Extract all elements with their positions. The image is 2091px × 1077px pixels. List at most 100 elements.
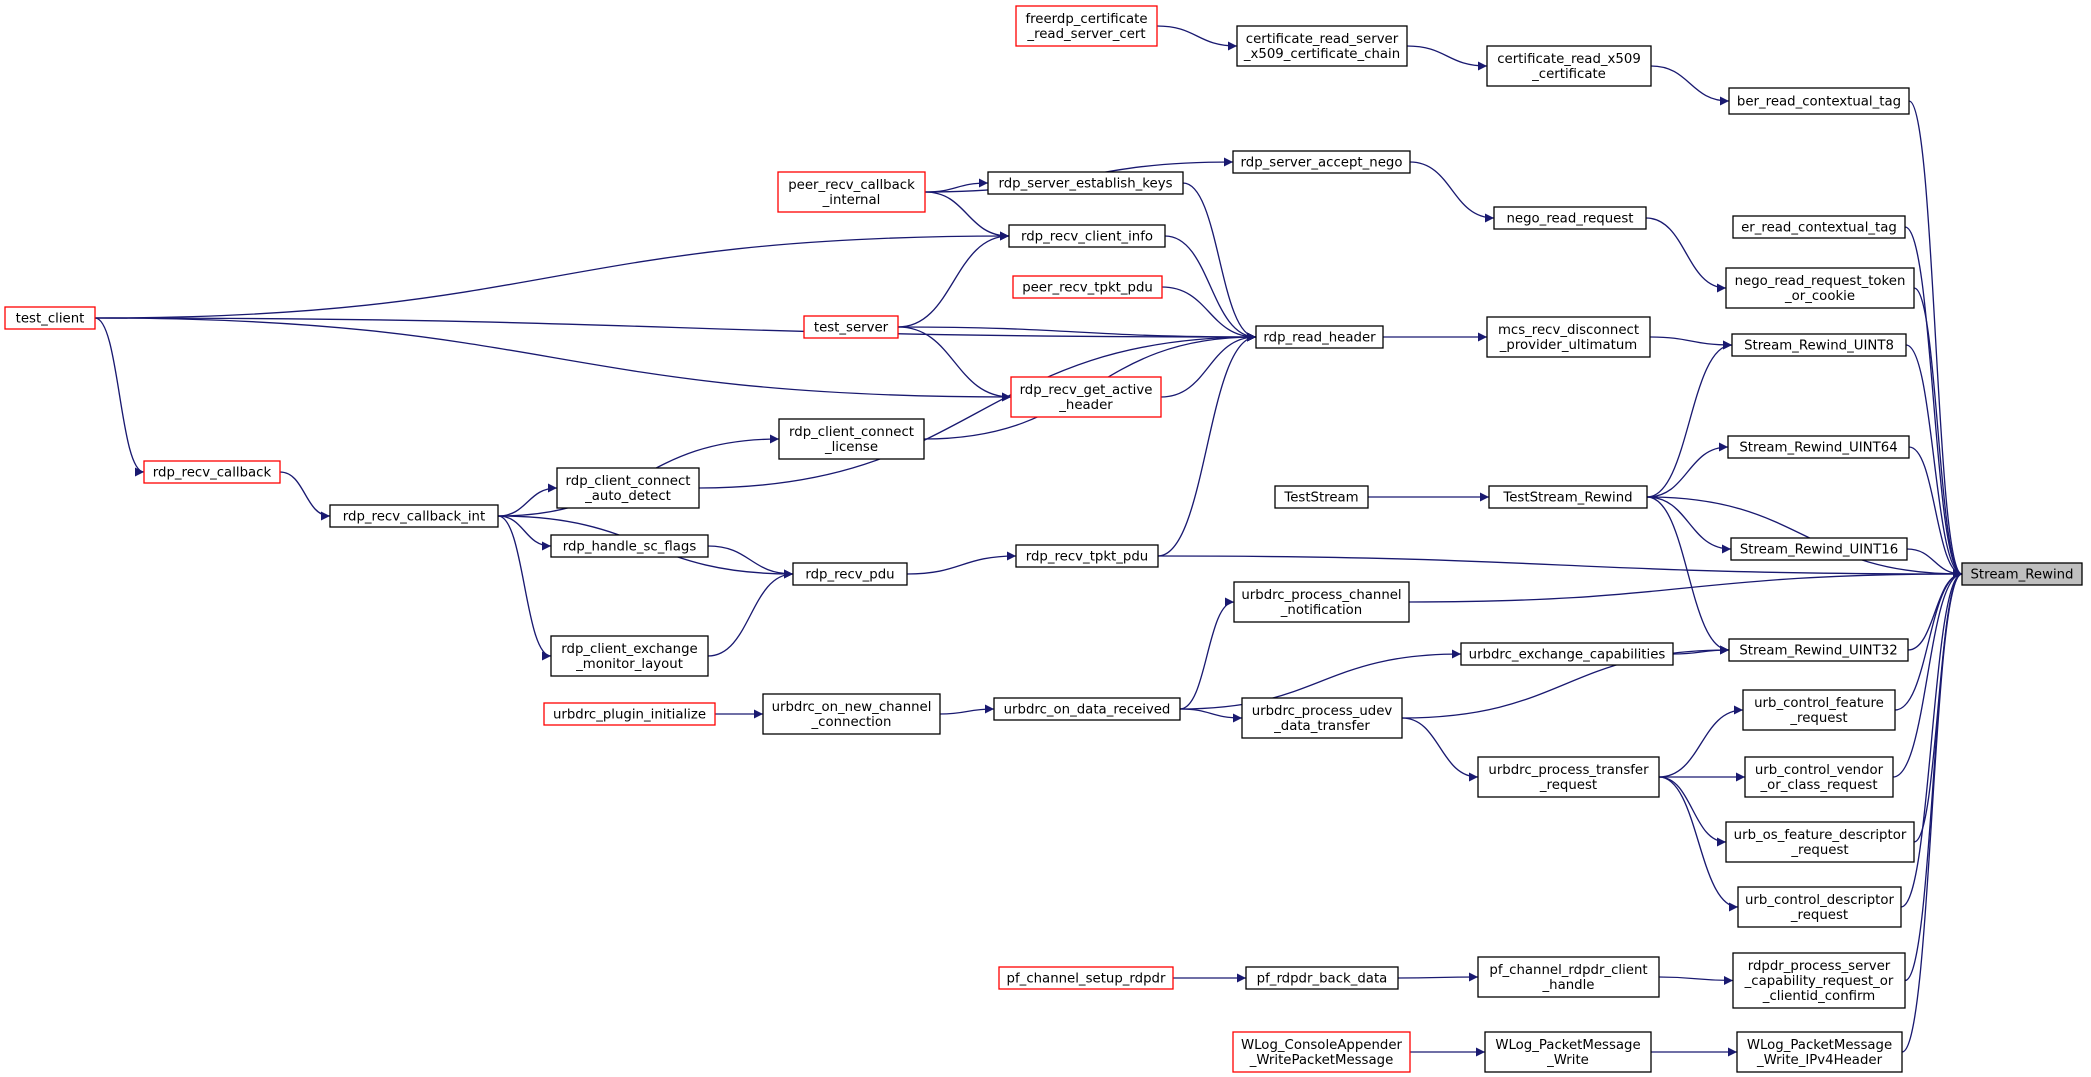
node-label-rdp_handle_sc_flags-line-0: rdp_handle_sc_flags [563, 540, 697, 555]
node-certificate_read_server_x509_certificate_chain[interactable]: certificate_read_server_x509_certificate… [1236, 25, 1408, 67]
node-pf_channel_rdpdr_client_handle[interactable]: pf_channel_rdpdr_client_handle [1477, 956, 1660, 998]
edge-TestStream_Rewind-to-Stream_Rewind [1646, 496, 1963, 579]
node-rdp_recv_tpkt_pdu[interactable]: rdp_recv_tpkt_pdu [1015, 544, 1159, 568]
node-TestStream[interactable]: TestStream [1274, 485, 1369, 509]
edge-freerdp_certificate_read_server_cert-to-certificate_read_server_x509_certificate_chain [1156, 25, 1238, 51]
node-label-freerdp_certificate_read_server_cert-line-0: freerdp_certificate [1025, 12, 1147, 27]
node-TestStream_Rewind[interactable]: TestStream_Rewind [1488, 485, 1648, 509]
edge-urbdrc_process_udev_data_transfer-to-urbdrc_process_transfer_request [1401, 717, 1479, 782]
node-urbdrc_process_channel_notification[interactable]: urbdrc_process_channel_notification [1233, 581, 1410, 623]
node-box-urb_control_vendor_or_class_request [1744, 756, 1894, 798]
node-urb_control_vendor_or_class_request[interactable]: urb_control_vendor_or_class_request [1744, 756, 1894, 798]
edge-rdp_recv_tpkt_pdu-to-rdp_read_header [1157, 332, 1257, 557]
node-urb_os_feature_descriptor_request[interactable]: urb_os_feature_descriptor_request [1725, 821, 1915, 863]
node-label-WLog_ConsoleAppender_WritePacketMessage-line-0: WLog_ConsoleAppender [1241, 1038, 1403, 1053]
edge-urbdrc_on_data_received-to-urbdrc_exchange_capabilities [1179, 649, 1462, 710]
node-label-urbdrc_process_transfer_request-line-0: urbdrc_process_transfer [1488, 763, 1649, 778]
node-peer_recv_callback_internal[interactable]: peer_recv_callback_internal [777, 171, 926, 213]
node-label-certificate_read_x509_certificate-line-0: certificate_read_x509 [1497, 52, 1641, 67]
node-box-Stream_Rewind_UINT16 [1730, 537, 1908, 561]
node-test_server[interactable]: test_server [803, 315, 899, 339]
node-urbdrc_on_new_channel_connection[interactable]: urbdrc_on_new_channel_connection [762, 693, 941, 735]
edge-urb_control_descriptor_request-to-Stream_Rewind [1900, 569, 1963, 908]
node-box-mcs_recv_disconnect_provider_ultimatum [1486, 316, 1651, 358]
node-label-TestStream_Rewind-line-0: TestStream_Rewind [1502, 491, 1632, 506]
node-label-certificate_read_x509_certificate-line-1: _certificate [1531, 67, 1606, 82]
node-rdp_client_connect_license[interactable]: rdp_client_connect_license [778, 418, 925, 460]
node-rdpdr_process_server_capability_request_or_clientid_confirm[interactable]: rdpdr_process_server_capability_request_… [1732, 952, 1906, 1009]
node-rdp_recv_callback[interactable]: rdp_recv_callback [143, 460, 281, 484]
edge-certificate_read_server_x509_certificate_chain-to-certificate_read_x509_certificate [1406, 45, 1488, 71]
node-urbdrc_process_transfer_request[interactable]: urbdrc_process_transfer_request [1477, 756, 1660, 798]
node-Stream_Rewind_UINT16[interactable]: Stream_Rewind_UINT16 [1730, 537, 1908, 561]
node-label-rdp_recv_pdu-line-0: rdp_recv_pdu [805, 568, 894, 583]
edge-test_server-to-rdp_recv_client_info [897, 231, 1010, 328]
node-label-Stream_Rewind_UINT16-line-0: Stream_Rewind_UINT16 [1740, 543, 1898, 558]
node-box-freerdp_certificate_read_server_cert [1015, 5, 1158, 47]
node-er_read_contextual_tag[interactable]: er_read_contextual_tag [1732, 215, 1906, 239]
node-label-urb_control_feature_request-line-0: urb_control_feature [1754, 696, 1884, 711]
node-freerdp_certificate_read_server_cert[interactable]: freerdp_certificate_read_server_cert [1015, 5, 1158, 47]
node-nego_read_request_token_or_cookie[interactable]: nego_read_request_token_or_cookie [1725, 267, 1915, 309]
node-label-WLog_ConsoleAppender_WritePacketMessage-line-1: _WritePacketMessage [1249, 1053, 1394, 1068]
node-label-WLog_PacketMessage_Write_IPv4Header-line-1: _Write_IPv4Header [1756, 1053, 1883, 1068]
node-rdp_client_exchange_monitor_layout[interactable]: rdp_client_exchange_monitor_layout [550, 635, 709, 677]
node-label-rdp_client_connect_auto_detect-line-0: rdp_client_connect [566, 474, 691, 489]
node-rdp_server_establish_keys[interactable]: rdp_server_establish_keys [987, 171, 1184, 195]
node-rdp_server_accept_nego[interactable]: rdp_server_accept_nego [1232, 150, 1411, 174]
node-label-test_server-line-0: test_server [814, 321, 889, 336]
node-label-rdp_read_header-line-0: rdp_read_header [1263, 331, 1376, 346]
node-pf_rdpdr_back_data[interactable]: pf_rdpdr_back_data [1245, 966, 1399, 990]
node-box-WLog_PacketMessage_Write_IPv4Header [1736, 1031, 1903, 1073]
node-pf_channel_setup_rdpdr[interactable]: pf_channel_setup_rdpdr [998, 966, 1174, 990]
edge-urbdrc_process_transfer_request-to-urb_control_descriptor_request [1658, 776, 1739, 912]
node-box-urbdrc_plugin_initialize [543, 702, 716, 726]
node-urbdrc_exchange_capabilities[interactable]: urbdrc_exchange_capabilities [1460, 642, 1674, 666]
node-certificate_read_x509_certificate[interactable]: certificate_read_x509_certificate [1486, 45, 1652, 87]
node-urbdrc_on_data_received[interactable]: urbdrc_on_data_received [993, 697, 1181, 721]
node-rdp_read_header[interactable]: rdp_read_header [1255, 325, 1384, 349]
node-peer_recv_tpkt_pdu[interactable]: peer_recv_tpkt_pdu [1012, 275, 1163, 299]
node-rdp_recv_client_info[interactable]: rdp_recv_client_info [1008, 224, 1166, 248]
node-WLog_ConsoleAppender_WritePacketMessage[interactable]: WLog_ConsoleAppender_WritePacketMessage [1232, 1031, 1411, 1073]
node-box-urb_control_descriptor_request [1737, 886, 1902, 928]
node-rdp_recv_callback_int[interactable]: rdp_recv_callback_int [329, 504, 499, 528]
node-rdp_client_connect_auto_detect[interactable]: rdp_client_connect_auto_detect [556, 467, 700, 509]
node-label-urbdrc_process_udev_data_transfer-line-0: urbdrc_process_udev [1252, 704, 1393, 719]
edge-pf_channel_rdpdr_client_handle-to-rdpdr_process_server_capability_request_or_clientid_confirm [1658, 975, 1734, 985]
node-Stream_Rewind[interactable]: Stream_Rewind [1961, 562, 2083, 586]
node-box-test_client [4, 306, 96, 330]
edge-rdp_recv_get_active_header-to-rdp_read_header [1160, 332, 1257, 398]
node-Stream_Rewind_UINT8[interactable]: Stream_Rewind_UINT8 [1731, 333, 1907, 357]
node-urbdrc_plugin_initialize[interactable]: urbdrc_plugin_initialize [543, 702, 716, 726]
node-label-nego_read_request-line-0: nego_read_request [1507, 212, 1634, 227]
node-box-Stream_Rewind_UINT8 [1731, 333, 1907, 357]
node-rdp_recv_get_active_header[interactable]: rdp_recv_get_active_header [1010, 376, 1162, 418]
node-WLog_PacketMessage_Write[interactable]: WLog_PacketMessage_Write [1484, 1031, 1652, 1073]
node-label-urb_control_vendor_or_class_request-line-1: _or_class_request [1759, 778, 1877, 793]
node-label-urb_os_feature_descriptor_request-line-1: _request [1790, 843, 1848, 858]
node-Stream_Rewind_UINT64[interactable]: Stream_Rewind_UINT64 [1727, 435, 1910, 459]
edge-urbdrc_process_channel_notification-to-Stream_Rewind [1408, 569, 1963, 603]
node-box-rdp_recv_callback [143, 460, 281, 484]
node-ber_read_contextual_tag[interactable]: ber_read_contextual_tag [1728, 87, 1910, 115]
node-urb_control_descriptor_request[interactable]: urb_control_descriptor_request [1737, 886, 1902, 928]
node-label-peer_recv_callback_internal-line-0: peer_recv_callback [788, 178, 915, 193]
edge-TestStream_Rewind-to-Stream_Rewind_UINT16 [1646, 496, 1732, 554]
node-label-rdp_recv_get_active_header-line-0: rdp_recv_get_active [1020, 383, 1153, 398]
node-rdp_handle_sc_flags[interactable]: rdp_handle_sc_flags [550, 534, 709, 558]
edge-urb_control_feature_request-to-Stream_Rewind [1894, 569, 1963, 711]
edge-rdp_recv_callback_int-to-rdp_client_connect_auto_detect [497, 483, 558, 517]
node-nego_read_request[interactable]: nego_read_request [1493, 206, 1647, 230]
node-urb_control_feature_request[interactable]: urb_control_feature_request [1742, 689, 1896, 731]
node-WLog_PacketMessage_Write_IPv4Header[interactable]: WLog_PacketMessage_Write_IPv4Header [1736, 1031, 1903, 1073]
edge-test_server-to-rdp_recv_get_active_header [897, 326, 1012, 402]
edge-WLog_PacketMessage_Write_IPv4Header-to-Stream_Rewind [1901, 569, 1963, 1053]
node-mcs_recv_disconnect_provider_ultimatum[interactable]: mcs_recv_disconnect_provider_ultimatum [1486, 316, 1651, 358]
node-urbdrc_process_udev_data_transfer[interactable]: urbdrc_process_udev_data_transfer [1241, 697, 1403, 739]
node-rdp_recv_pdu[interactable]: rdp_recv_pdu [792, 562, 908, 586]
node-test_client[interactable]: test_client [4, 306, 96, 330]
node-label-Stream_Rewind_UINT64-line-0: Stream_Rewind_UINT64 [1739, 441, 1897, 456]
node-Stream_Rewind_UINT32[interactable]: Stream_Rewind_UINT32 [1728, 638, 1909, 662]
